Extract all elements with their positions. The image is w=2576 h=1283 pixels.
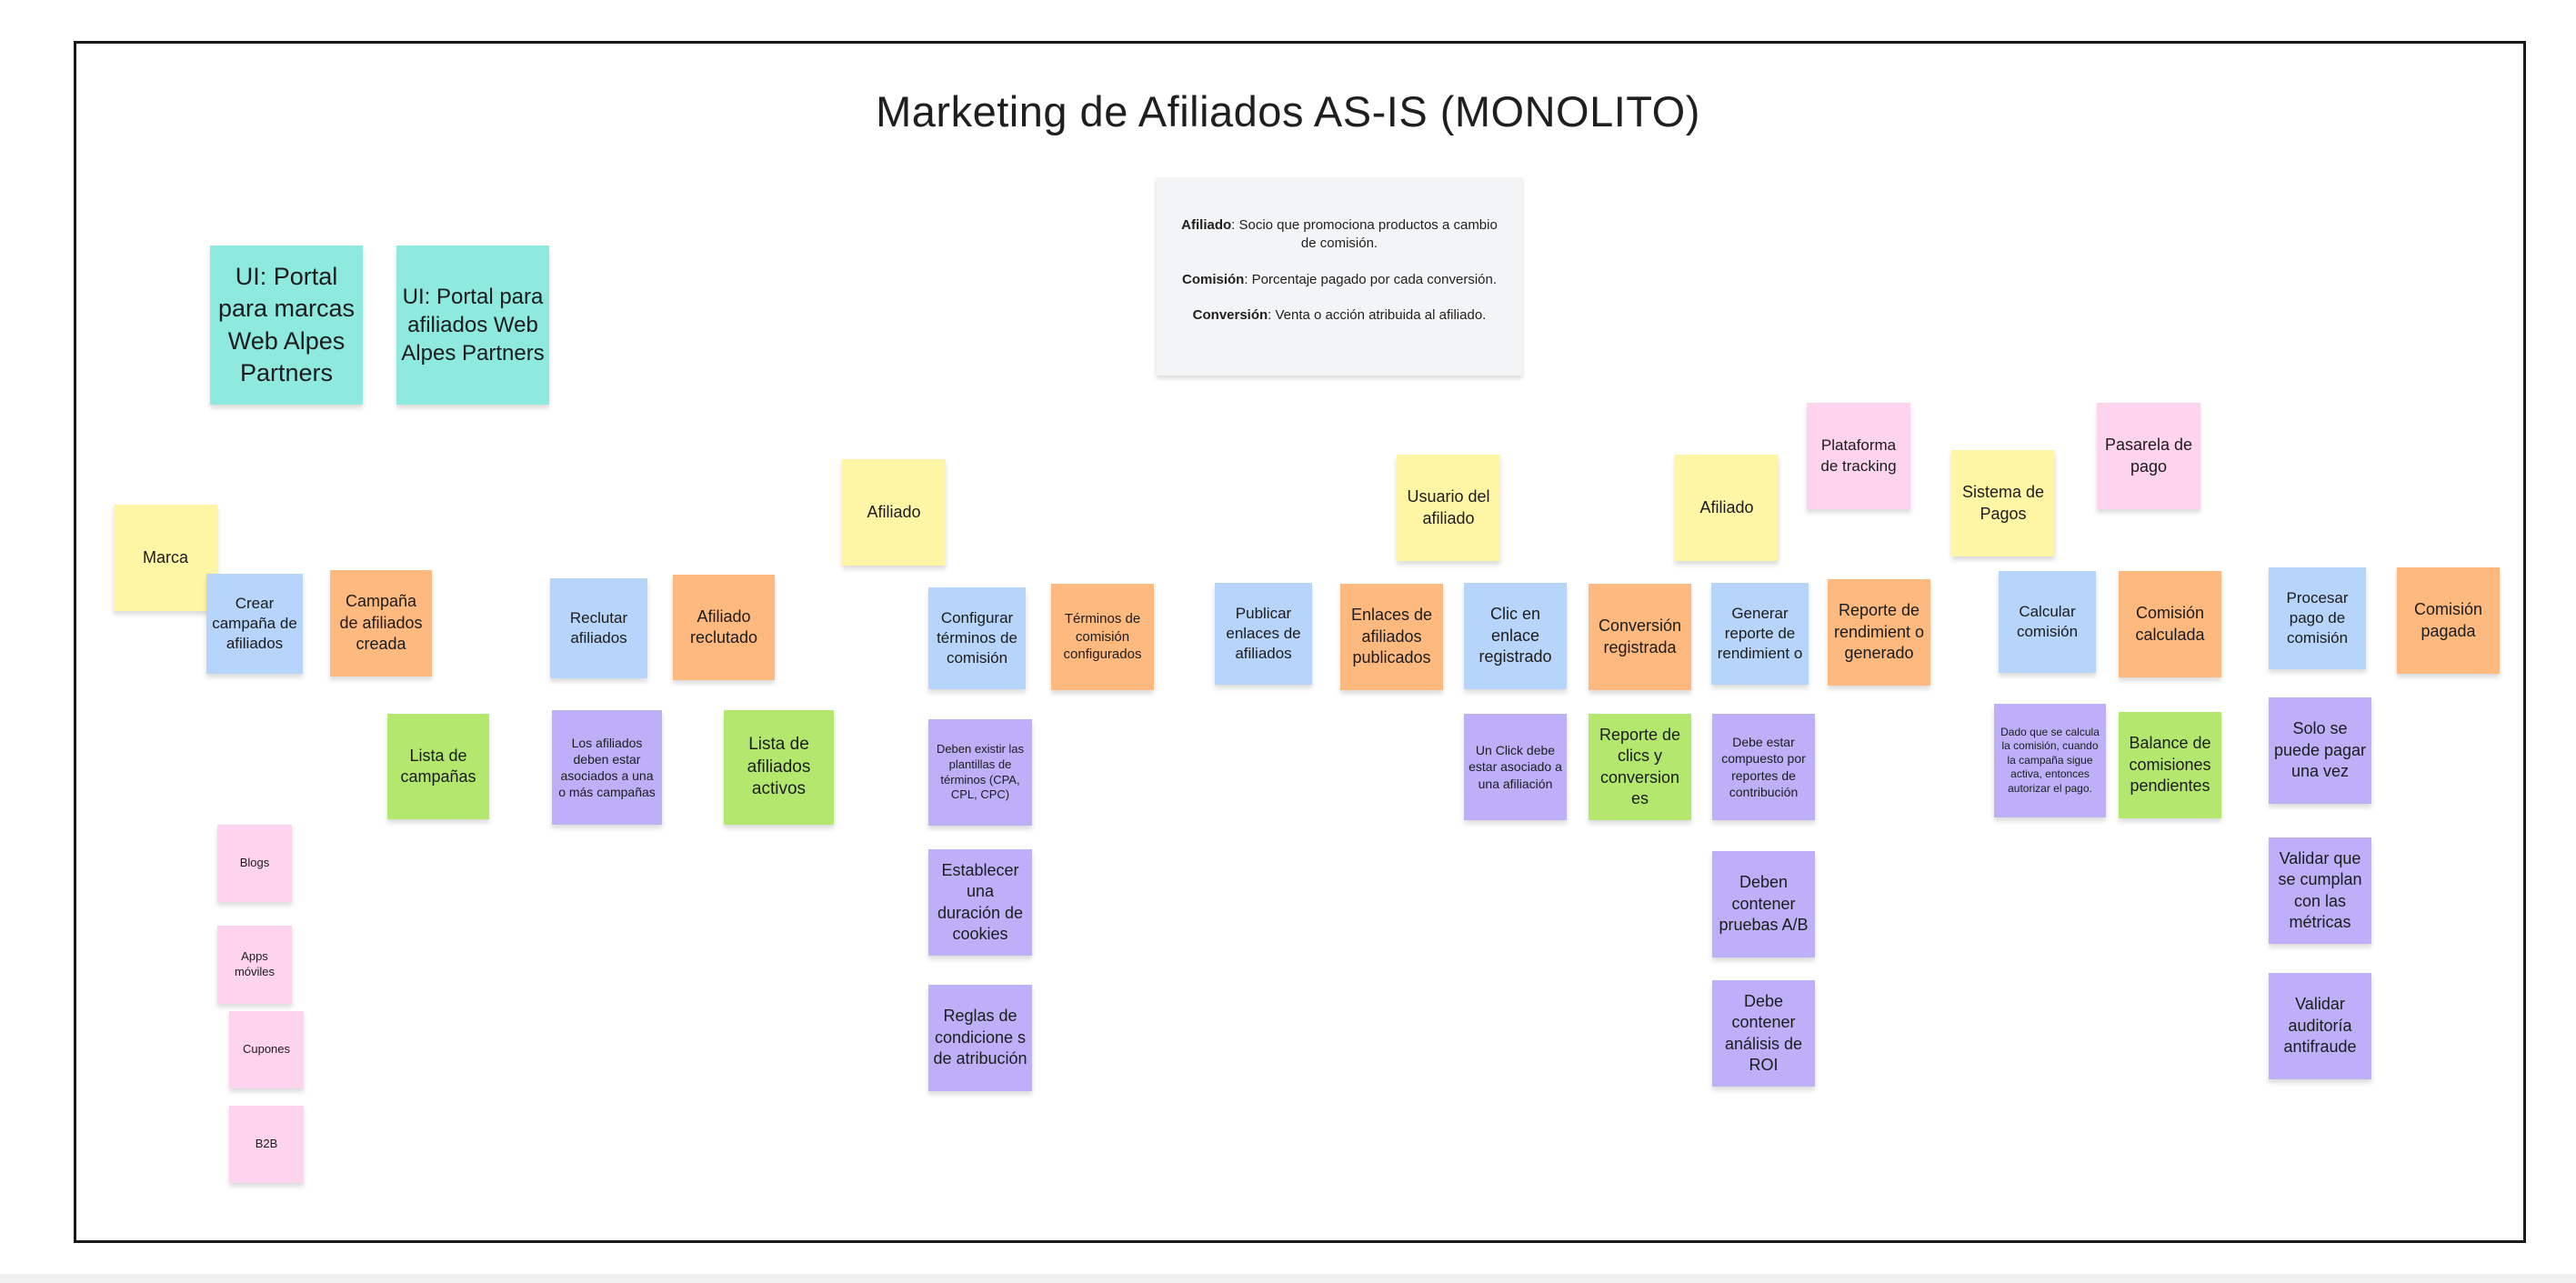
glossary-entry: Conversión: Venta o acción atribuida al …: [1178, 306, 1500, 325]
glossary-entry: Afiliado: Socio que promociona productos…: [1178, 216, 1500, 254]
sticky-policy-afiliados-campanas[interactable]: Los afiliados deben estar asociados a un…: [552, 710, 662, 825]
sticky-ext-b2b[interactable]: B2B: [229, 1106, 304, 1183]
glossary-definition: : Socio que promociona productos a cambi…: [1231, 217, 1498, 252]
sticky-evt-comision-pagada[interactable]: Comisión pagada: [2397, 567, 2500, 674]
sticky-evt-reporte-generado[interactable]: Reporte de rendimient o generado: [1828, 579, 1930, 686]
sticky-policy-cookies[interactable]: Establecer una duración de cookies: [928, 849, 1032, 956]
sticky-ext-plataforma-tracking[interactable]: Plataforma de tracking: [1807, 403, 1910, 509]
sticky-evt-afiliado-reclutado[interactable]: Afiliado reclutado: [673, 575, 775, 680]
sticky-ext-apps-moviles[interactable]: Apps móviles: [217, 926, 292, 1004]
sticky-actor-marca[interactable]: Marca: [114, 505, 217, 611]
sticky-read-lista-campanas[interactable]: Lista de campañas: [387, 714, 489, 819]
board-title: Marketing de Afiliados AS-IS (MONOLITO): [876, 87, 1700, 135]
sticky-policy-reportes-contribucion[interactable]: Debe estar compuesto por reportes de con…: [1712, 714, 1815, 820]
sticky-cmd-configurar-terminos[interactable]: Configurar términos de comisión: [928, 587, 1026, 689]
sticky-read-afiliados-activos[interactable]: Lista de afiliados activos: [724, 710, 834, 825]
sticky-ui-portal-marcas[interactable]: UI: Portal para marcas Web Alpes Partner…: [210, 246, 363, 405]
sticky-read-reporte-clics[interactable]: Reporte de clics y conversion es: [1589, 714, 1691, 820]
sticky-evt-enlaces-publicados[interactable]: Enlaces de afiliados publicados: [1340, 584, 1443, 690]
glossary-term: Comisión: [1181, 271, 1245, 287]
sticky-actor-sistema-pagos[interactable]: Sistema de Pagos: [1951, 450, 2055, 556]
sticky-policy-pagar-una-vez[interactable]: Solo se puede pagar una vez: [2269, 697, 2371, 804]
sticky-read-balance-comisiones[interactable]: Balance de comisiones pendientes: [2119, 712, 2221, 818]
sticky-ui-portal-afiliados[interactable]: UI: Portal para afiliados Web Alpes Part…: [396, 246, 549, 405]
sticky-evt-comision-calculada[interactable]: Comisión calculada: [2119, 571, 2221, 677]
sticky-policy-click-afiliacion[interactable]: Un Click debe estar asociado a una afili…: [1464, 714, 1567, 820]
sticky-evt-terminos-configurados[interactable]: Términos de comisión configurados: [1051, 584, 1154, 690]
sticky-cmd-generar-reporte[interactable]: Generar reporte de rendimient o: [1711, 583, 1809, 685]
sticky-ext-blogs[interactable]: Blogs: [217, 825, 292, 902]
sticky-actor-usuario-afiliado[interactable]: Usuario del afiliado: [1397, 455, 1500, 561]
sticky-ext-cupones[interactable]: Cupones: [229, 1011, 304, 1088]
sticky-policy-pruebas-ab[interactable]: Deben contener pruebas A/B: [1712, 851, 1815, 957]
sticky-evt-conversion-registrada[interactable]: Conversión registrada: [1589, 584, 1691, 690]
canvas-bottom-edge: [0, 1274, 2576, 1283]
glossary-term: Afiliado: [1181, 217, 1232, 233]
sticky-policy-antifraude[interactable]: Validar auditoría antifraude: [2269, 973, 2371, 1079]
sticky-policy-autorizar-pago[interactable]: Dado que se calcula la comisión, cuando …: [1994, 704, 2106, 817]
sticky-policy-analisis-roi[interactable]: Debe contener análisis de ROI: [1712, 980, 1815, 1087]
sticky-policy-plantillas[interactable]: Deben existir las plantillas de términos…: [928, 719, 1032, 826]
sticky-cmd-crear-campana[interactable]: Crear campaña de afiliados: [206, 574, 303, 674]
glossary-definition: : Porcentaje pagado por cada conversión.: [1244, 271, 1498, 287]
sticky-actor-afiliado-1[interactable]: Afiliado: [842, 459, 946, 566]
sticky-cmd-publicar-enlaces[interactable]: Publicar enlaces de afiliados: [1215, 583, 1312, 685]
sticky-cmd-reclutar[interactable]: Reclutar afiliados: [550, 578, 647, 678]
sticky-actor-afiliado-2[interactable]: Afiliado: [1675, 455, 1779, 561]
glossary-definition: : Venta o acción atribuida al afiliado.: [1268, 306, 1487, 323]
sticky-policy-atribucion[interactable]: Reglas de condicione s de atribución: [928, 985, 1032, 1091]
glossary-entry: Comisión: Porcentaje pagado por cada con…: [1178, 271, 1500, 289]
sticky-evt-campana-creada[interactable]: Campaña de afiliados creada: [330, 570, 432, 677]
sticky-cmd-clic-enlace[interactable]: Clic en enlace registrado: [1464, 583, 1567, 689]
glossary-card[interactable]: Afiliado: Socio que promociona productos…: [1157, 177, 1522, 376]
sticky-cmd-calcular-comision[interactable]: Calcular comisión: [1999, 571, 2096, 673]
sticky-ext-pasarela-pago[interactable]: Pasarela de pago: [2097, 403, 2200, 509]
sticky-cmd-procesar-pago[interactable]: Procesar pago de comisión: [2269, 567, 2366, 669]
glossary-term: Conversión: [1192, 306, 1268, 323]
sticky-policy-metricas[interactable]: Validar que se cumplan con las métricas: [2269, 837, 2371, 944]
